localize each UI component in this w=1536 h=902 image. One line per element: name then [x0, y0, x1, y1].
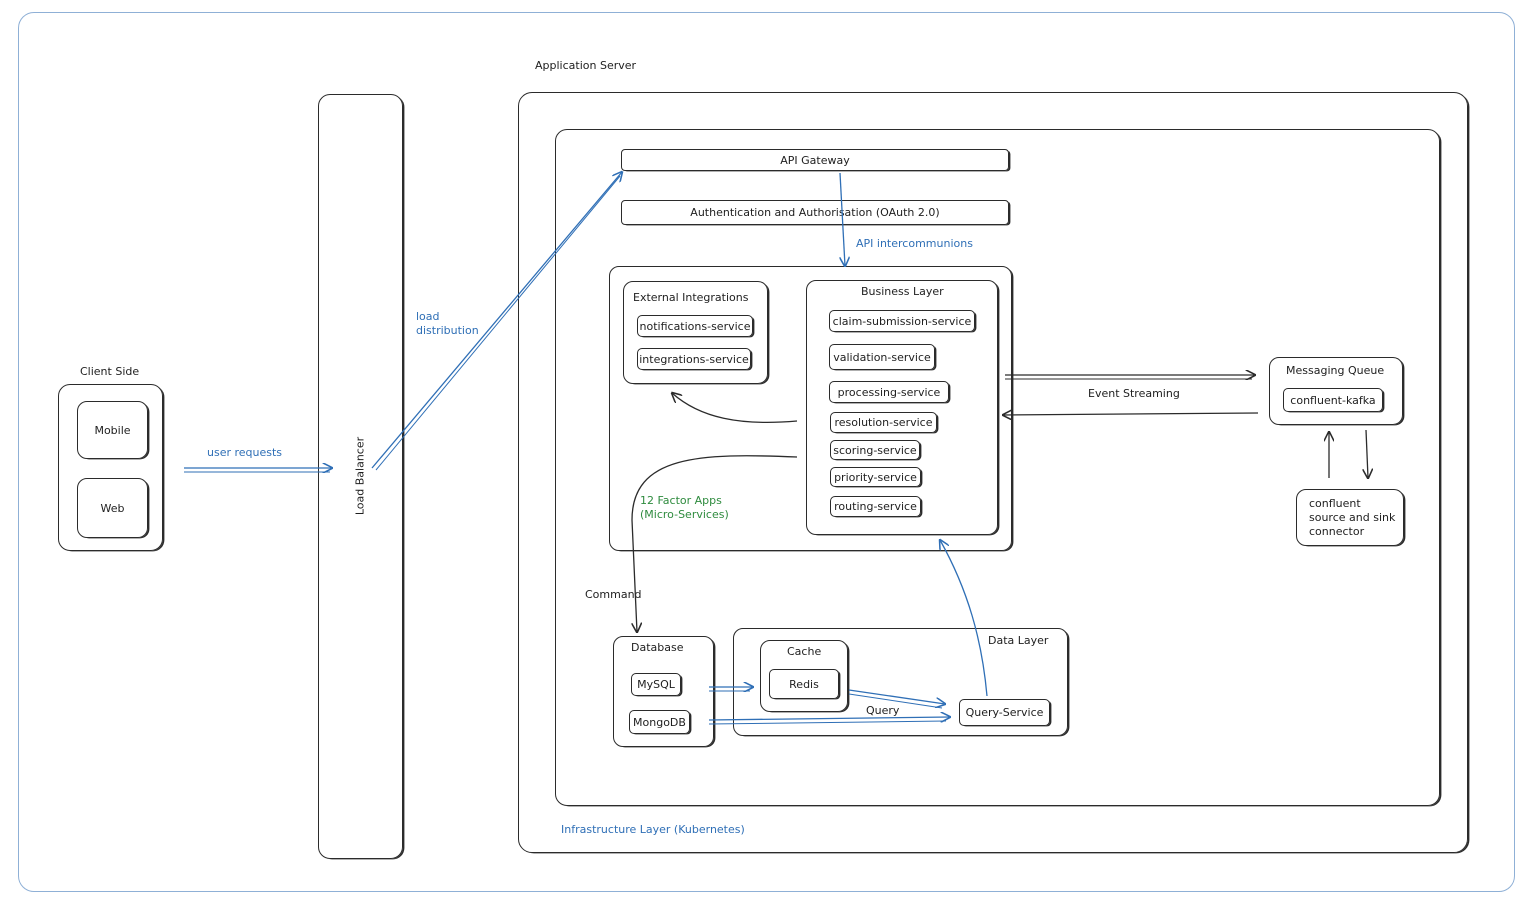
- notifications-service-pill: notifications-service: [637, 315, 753, 337]
- confluent-kafka-pill: confluent-kafka: [1283, 388, 1383, 412]
- client-side-box: [58, 384, 163, 551]
- twelve-factor-label-2: (Micro-Services): [640, 508, 729, 521]
- api-gateway-box: API Gateway: [621, 149, 1009, 171]
- routing-service-pill: routing-service: [830, 496, 921, 517]
- query-to-business-arrow: [940, 540, 988, 697]
- load-distribution-arrow: [371, 172, 622, 469]
- mongodb-label: MongoDB: [633, 715, 686, 729]
- event-streaming-label: Event Streaming: [1088, 387, 1180, 400]
- messaging-queue-label: Messaging Queue: [1286, 364, 1385, 377]
- data-layer-label: Data Layer: [988, 634, 1049, 647]
- business-layer-box: [806, 280, 998, 535]
- integrations-service-pill: integrations-service: [637, 348, 751, 370]
- twelve-factor-label-1: 12 Factor Apps: [640, 494, 722, 507]
- routing-service-label: routing-service: [834, 500, 917, 513]
- business-layer-label: Business Layer: [861, 285, 944, 298]
- api-intercommunions-label: API intercommunions: [856, 237, 973, 250]
- load-distribution-label-1: load: [416, 310, 440, 323]
- web-label: Web: [100, 501, 125, 515]
- kafka-to-connector-arrow: [1366, 429, 1368, 478]
- processing-service-label: processing-service: [837, 385, 941, 399]
- mysql-label: MySQL: [637, 678, 675, 691]
- mysql-pill: MySQL: [631, 673, 681, 696]
- data-layer-box: [733, 628, 1068, 736]
- redis-pill: Redis: [769, 669, 839, 699]
- claim-submission-service-label: claim-submission-service: [832, 314, 972, 328]
- application-server-container: [518, 92, 1468, 853]
- load-distribution-label-2: distribution: [416, 324, 479, 337]
- business-to-external-arrow: [672, 393, 798, 424]
- api-gateway-label: API Gateway: [780, 153, 850, 167]
- claim-submission-service-pill: claim-submission-service: [829, 310, 975, 332]
- cache-label: Cache: [787, 645, 822, 658]
- scoring-service-pill: scoring-service: [830, 440, 920, 460]
- command-label: Command: [585, 588, 642, 601]
- mongodb-to-query-arrow: [708, 717, 950, 720]
- web-client: Web: [77, 478, 148, 538]
- confluent-kafka-label: confluent-kafka: [1290, 393, 1376, 407]
- external-integrations-label: External Integrations: [633, 291, 749, 304]
- infrastructure-layer-label: Infrastructure Layer (Kubernetes): [561, 823, 745, 836]
- resolution-service-label: resolution-service: [834, 416, 933, 429]
- client-side-label: Client Side: [80, 365, 140, 378]
- resolution-service-pill: resolution-service: [830, 412, 937, 433]
- mobile-client: Mobile: [77, 401, 148, 459]
- application-server-label: Application Server: [535, 59, 637, 72]
- mobile-label: Mobile: [94, 423, 131, 437]
- command-arrow: [631, 455, 798, 632]
- priority-service-pill: priority-service: [830, 467, 921, 487]
- database-label: Database: [631, 641, 684, 654]
- user-requests-label: user requests: [207, 446, 283, 459]
- scoring-service-label: scoring-service: [833, 443, 917, 457]
- validation-service-label: validation-service: [833, 350, 931, 364]
- connector-label-3: connector: [1309, 525, 1365, 538]
- api-intercommunion-arrow: [840, 172, 845, 266]
- integrations-service-label: integrations-service: [639, 352, 749, 366]
- microservices-container: [609, 266, 1012, 551]
- mongodb-pill: MongoDB: [629, 710, 690, 734]
- connector-label-1: confluent: [1309, 497, 1361, 510]
- redis-label: Redis: [789, 677, 819, 691]
- query-label: Query: [866, 704, 900, 717]
- kubernetes-cluster-box: [555, 129, 1440, 806]
- processing-service-pill: processing-service: [829, 381, 949, 403]
- cache-box: [760, 640, 848, 712]
- query-service-pill: Query-Service: [959, 699, 1050, 726]
- event-streaming-in-arrow: [1003, 413, 1259, 415]
- load-balancer-box: [318, 94, 403, 859]
- connector-label-2: source and sink: [1309, 511, 1396, 524]
- connector-box: [1296, 489, 1404, 546]
- redis-to-query-arrow: [848, 689, 945, 704]
- messaging-queue-box: [1269, 357, 1403, 425]
- validation-service-pill: validation-service: [829, 344, 935, 370]
- external-integrations-box: [623, 281, 768, 384]
- auth-label: Authentication and Authorisation (OAuth …: [690, 206, 940, 219]
- notifications-service-label: notifications-service: [639, 319, 751, 333]
- priority-service-label: priority-service: [834, 470, 917, 484]
- auth-box: Authentication and Authorisation (OAuth …: [621, 200, 1009, 225]
- query-service-label: Query-Service: [965, 706, 1044, 719]
- outer-frame: [18, 12, 1515, 892]
